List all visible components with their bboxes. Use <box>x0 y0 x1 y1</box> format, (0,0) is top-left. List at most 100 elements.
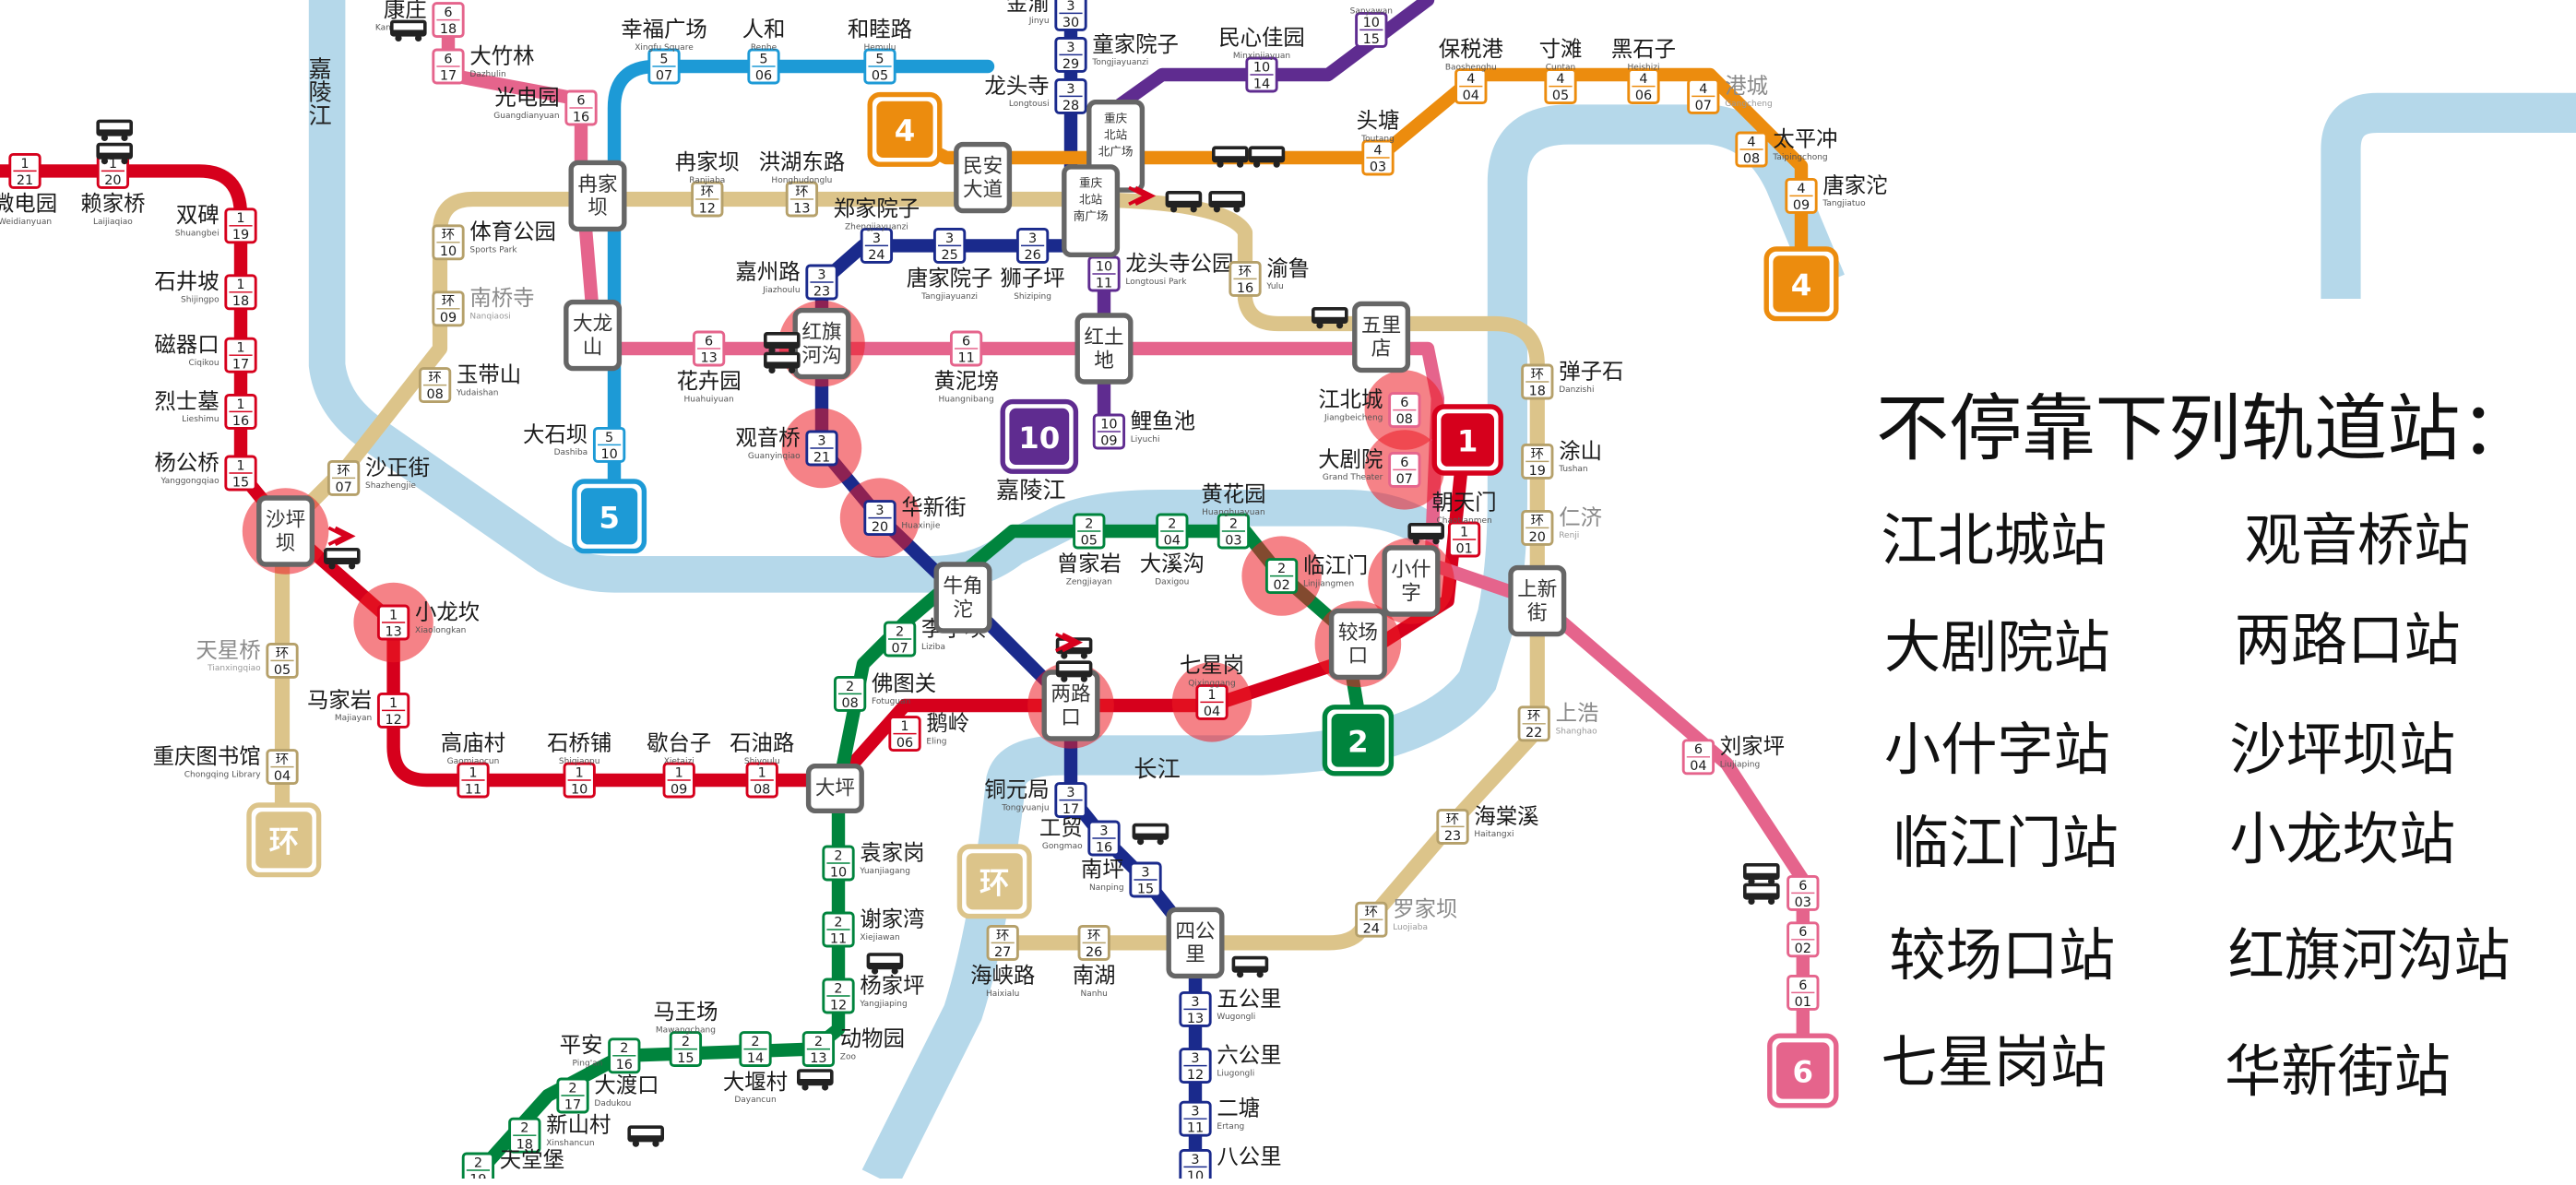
station-pinyin: Gangcheng <box>1725 100 1773 109</box>
station-sequence: 02 <box>1795 942 1811 956</box>
station-line-number: 1 <box>389 608 398 622</box>
station-line-number: 环 <box>1531 447 1544 462</box>
station-name: 龙头寺公园 <box>1125 250 1233 276</box>
station-line-number: 2 <box>474 1155 482 1170</box>
station-name: 重庆图书馆 <box>153 743 261 769</box>
transfer-icons <box>96 19 1780 1147</box>
interchange-name-part: 河沟 <box>801 344 841 367</box>
station-name: 平安 <box>560 1032 603 1058</box>
interchanges: 冉家坝大龙山民安大道重庆北站北广场重庆北站南广场红旗河沟红土地五里店牛角沱小什字… <box>256 99 1567 979</box>
station-name: 唐家沱 <box>1822 172 1887 198</box>
station-line-number: 6 <box>1798 925 1807 940</box>
station-line-number: 6 <box>444 6 452 20</box>
station-pinyin: Shiyoulu <box>744 757 780 766</box>
station-pinyin: Tongjiayuanzi <box>1091 58 1148 67</box>
station-pinyin: Jiangbeicheng <box>1324 413 1383 422</box>
suspended-station-item: 两路口站 <box>2234 608 2461 674</box>
station-line-number: 3 <box>1141 865 1149 880</box>
station-pinyin: Renhe <box>751 43 778 53</box>
station-line-number: 6 <box>1400 396 1408 410</box>
station-line-number: 环 <box>276 646 289 661</box>
station-name: 金渝 <box>1006 0 1050 16</box>
suspended-station-item: 临江门站 <box>1893 811 2119 876</box>
station-pinyin: Danzishi <box>1559 385 1594 395</box>
station-name: 微电园 <box>0 191 57 217</box>
station-pinyin: Fotuguan <box>872 697 910 706</box>
station-pinyin: Ertang <box>1217 1122 1244 1132</box>
station-sequence: 11 <box>1187 1121 1204 1136</box>
interchange-name-part: 大坪 <box>815 776 855 800</box>
station-pinyin: Taipingchong <box>1772 153 1827 162</box>
station-name: 黄花园 <box>1201 481 1265 507</box>
station-pinyin: Xinshancun <box>546 1139 594 1148</box>
interchange-name-part: 山 <box>583 336 603 359</box>
station-sequence: 10 <box>600 447 617 462</box>
interchange-name-part: 口 <box>1348 645 1369 668</box>
interchange-xiaoshizi: 小什字 <box>1382 545 1441 617</box>
interchange-name-part: 北广场 <box>1098 144 1134 158</box>
station-sequence: 07 <box>1695 99 1712 113</box>
station-name: 八公里 <box>1217 1144 1281 1169</box>
station-sequence: 22 <box>1525 726 1542 741</box>
station-pinyin: Haixialu <box>986 989 1019 999</box>
station-name: 寸滩 <box>1539 36 1583 62</box>
station-line-number: 2 <box>1277 562 1286 576</box>
station-pinyin: Wugongli <box>1217 1013 1255 1022</box>
station-line-number: 1 <box>236 397 244 412</box>
bus-icon <box>1055 660 1093 682</box>
interchange-name-part: 红土 <box>1084 326 1123 350</box>
station-name: 保税港 <box>1439 36 1503 62</box>
station-name: 大溪沟 <box>1140 551 1205 576</box>
station-sequence: 10 <box>830 865 847 880</box>
station-name: 动物园 <box>840 1025 905 1051</box>
interchange-niujiaotuo: 牛角沱 <box>933 562 992 634</box>
station-line-number: 1 <box>576 765 584 780</box>
station-sequence: 28 <box>1062 99 1079 113</box>
station-pinyin: Zhengjiayuanzi <box>845 222 908 231</box>
station-pinyin: Shiqiaopu <box>559 757 600 766</box>
station-pinyin: Guanyinqiao <box>748 452 801 461</box>
station-sequence: 03 <box>1795 895 1811 910</box>
station-sequence: 12 <box>699 201 716 216</box>
interchange-name-part: 牛角 <box>943 575 982 598</box>
station-name: 冉家坝 <box>675 149 740 175</box>
badge-loop-a: 环 <box>246 802 322 878</box>
interchange-daping: 大坪 <box>805 763 864 813</box>
station-pinyin: Liziba <box>921 643 945 652</box>
station-name: 赖家桥 <box>80 191 145 217</box>
station-pinyin: Sanyawan <box>1350 6 1393 16</box>
station-line-number: 环 <box>1365 906 1378 920</box>
bus-icon <box>1132 823 1169 846</box>
station-line-number: 6 <box>705 334 713 349</box>
station-line-number: 4 <box>1699 82 1707 97</box>
station-sequence: 07 <box>891 641 908 656</box>
station-line-number: 10 <box>1363 16 1380 30</box>
river-label-jialing: 嘉陵江 <box>996 477 1066 504</box>
station-line-number: 1 <box>1207 688 1216 703</box>
station-name: 烈士墓 <box>154 388 219 414</box>
station-line-number: 环 <box>337 464 350 479</box>
station-line-number: 环 <box>276 752 289 767</box>
station-name: 二塘 <box>1217 1096 1260 1121</box>
station-name: 嘉州路 <box>735 258 800 284</box>
station-pinyin: Dadukou <box>594 1099 631 1108</box>
station-name: 大剧院 <box>1318 446 1383 472</box>
station-pinyin: Shuangbei <box>175 230 220 239</box>
station-name: 弹子石 <box>1559 358 1623 384</box>
station-sequence: 04 <box>274 769 291 784</box>
station-pinyin: Eling <box>926 737 946 746</box>
station-sequence: 08 <box>754 782 770 797</box>
station-sequence: 05 <box>274 663 291 678</box>
